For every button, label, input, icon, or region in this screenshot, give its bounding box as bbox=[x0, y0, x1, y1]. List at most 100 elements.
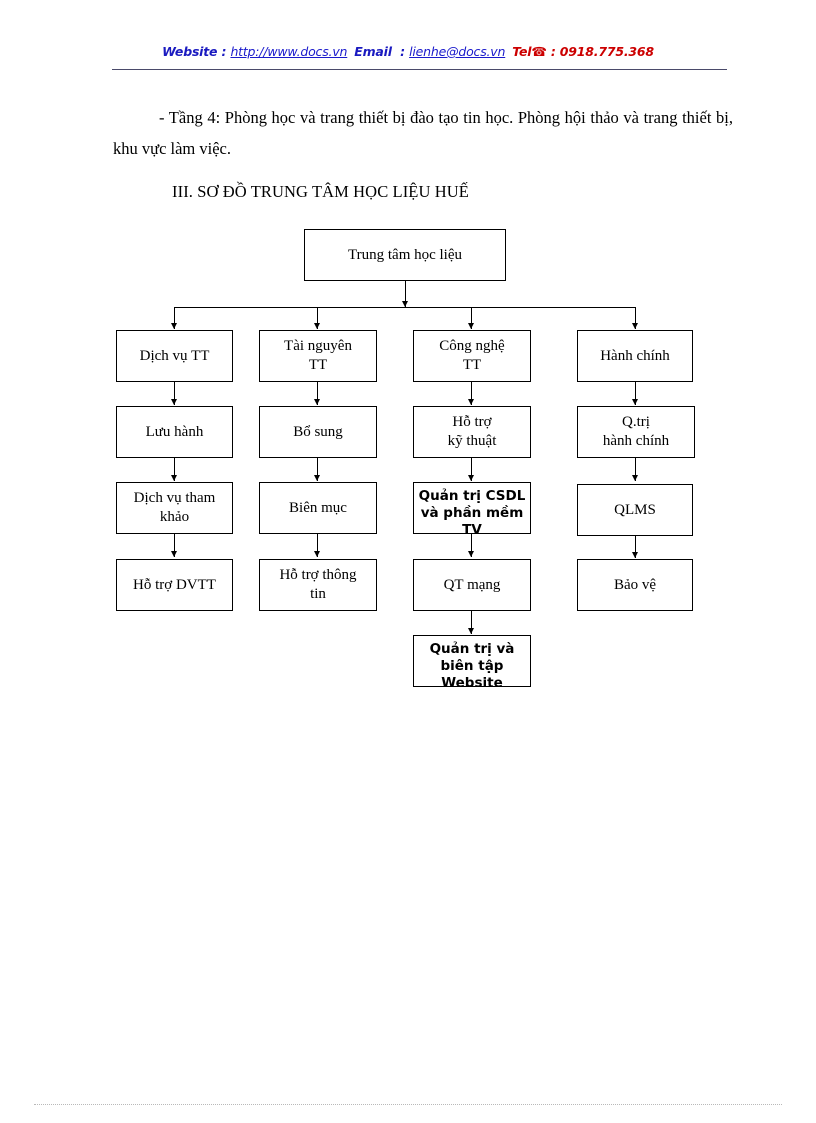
node-luu-hanh-label: Lưu hành bbox=[145, 423, 204, 440]
node-root-label: Trung tâm học liệu bbox=[347, 246, 463, 263]
connector-bus-col2 bbox=[317, 307, 318, 329]
node-bo-sung-label: Bổ sung bbox=[293, 423, 343, 440]
node-qt-mang-label: QT mạng bbox=[443, 576, 501, 593]
header-email-colon: : bbox=[391, 44, 410, 59]
arrow-c4-r2 bbox=[631, 399, 638, 405]
connector-bus-col1 bbox=[174, 307, 175, 329]
node-quan-tri-website-label: Quản trị và biên tập Website bbox=[429, 641, 515, 687]
page-title: III. SƠ ĐỒ TRUNG TÂM HỌC LIỆU HUẾ bbox=[172, 182, 469, 201]
header-website-url[interactable]: http://www.docs.vn bbox=[230, 44, 348, 59]
node-line-2: khảo bbox=[159, 509, 190, 525]
arrow-c1-r2 bbox=[170, 399, 177, 405]
node-bien-muc[interactable]: Biên mục bbox=[259, 482, 377, 534]
node-tai-nguyen-tt[interactable]: Tài nguyên TT bbox=[259, 330, 377, 382]
paragraph-text: - Tầng 4: Phòng học và trang thiết bị đà… bbox=[113, 108, 733, 158]
arrow-root-down bbox=[401, 301, 408, 307]
connector-c1-r1-r2 bbox=[174, 382, 175, 405]
header-tel-colon: : bbox=[546, 44, 560, 59]
connector-bus-col3 bbox=[471, 307, 472, 329]
connector-c3-r3-r4 bbox=[471, 534, 472, 557]
node-line-3: Website bbox=[441, 675, 503, 687]
arrow-c3-r3 bbox=[467, 475, 474, 481]
node-qt-mang[interactable]: QT mạng bbox=[413, 559, 531, 611]
node-line-1: Quản trị CSDL bbox=[418, 488, 526, 504]
node-line-1: Q.trị bbox=[622, 414, 650, 430]
header-website-colon: : bbox=[217, 44, 231, 59]
arrow-c3-r4 bbox=[467, 551, 474, 557]
body-paragraph: - Tầng 4: Phòng học và trang thiết bị đà… bbox=[113, 102, 733, 164]
node-hanh-chinh-label: Hành chính bbox=[600, 347, 670, 364]
arrow-c1-r3 bbox=[170, 475, 177, 481]
node-luu-hanh[interactable]: Lưu hành bbox=[116, 406, 233, 458]
arrow-bus-col2 bbox=[313, 323, 320, 329]
connector-c2-r2-r3 bbox=[317, 458, 318, 481]
node-q-tri-hanh-chinh[interactable]: Q.trị hành chính bbox=[577, 406, 695, 458]
connector-c2-r1-r2 bbox=[317, 382, 318, 405]
header-website-label: Website bbox=[162, 44, 218, 59]
node-line-2: biên tập bbox=[440, 658, 504, 674]
arrow-c4-r4 bbox=[631, 552, 638, 558]
node-line-1: Quản trị và bbox=[429, 641, 515, 657]
footer-divider bbox=[34, 1104, 782, 1105]
node-cong-nghe-tt-label: Công nghệ TT bbox=[439, 337, 504, 375]
node-line-1: Công nghệ bbox=[439, 338, 505, 354]
arrow-c3-r2 bbox=[467, 399, 474, 405]
node-qlms-label: QLMS bbox=[614, 501, 656, 518]
node-ho-tro-dvtt[interactable]: Hỗ trợ DVTT bbox=[116, 559, 233, 611]
node-dich-vu-tham-khao[interactable]: Dịch vụ tham khảo bbox=[116, 482, 233, 534]
connector-c3-r2-r3 bbox=[471, 458, 472, 481]
node-line-2: và phần mềm bbox=[420, 505, 524, 521]
arrow-c2-r4 bbox=[313, 551, 320, 557]
node-q-tri-hanh-chinh-label: Q.trị hành chính bbox=[603, 413, 669, 451]
node-line-2: tin bbox=[310, 586, 326, 602]
node-bo-sung[interactable]: Bổ sung bbox=[259, 406, 377, 458]
arrow-bus-col4 bbox=[631, 323, 638, 329]
node-quan-tri-csdl[interactable]: Quản trị CSDL và phần mềm TV bbox=[413, 482, 531, 534]
arrow-c2-r3 bbox=[313, 475, 320, 481]
node-hanh-chinh[interactable]: Hành chính bbox=[577, 330, 693, 382]
node-line-2: TT bbox=[462, 357, 482, 373]
node-line-1: Tài nguyên bbox=[284, 338, 352, 354]
node-bao-ve[interactable]: Bảo vệ bbox=[577, 559, 693, 611]
header-email-label: Email bbox=[354, 44, 392, 59]
node-quan-tri-website[interactable]: Quản trị và biên tập Website bbox=[413, 635, 531, 687]
connector-c4-r1-r2 bbox=[635, 382, 636, 405]
node-root[interactable]: Trung tâm học liệu bbox=[304, 229, 506, 281]
arrow-c4-r3 bbox=[631, 475, 638, 481]
node-tai-nguyen-tt-label: Tài nguyên TT bbox=[284, 337, 352, 375]
arrow-c1-r4 bbox=[170, 551, 177, 557]
node-ho-tro-thong-tin[interactable]: Hỗ trợ thông tin bbox=[259, 559, 377, 611]
node-dich-vu-tt-label: Dịch vụ TT bbox=[139, 347, 210, 364]
connector-c4-r3-r4 bbox=[635, 536, 636, 558]
node-dich-vu-tham-khao-label: Dịch vụ tham khảo bbox=[134, 489, 216, 527]
node-dich-vu-tt[interactable]: Dịch vụ TT bbox=[116, 330, 233, 382]
connector-c1-r3-r4 bbox=[174, 534, 175, 557]
node-ho-tro-dvtt-label: Hỗ trợ DVTT bbox=[133, 576, 216, 593]
node-bien-muc-label: Biên mục bbox=[289, 499, 347, 516]
connector-root-down bbox=[405, 281, 406, 307]
node-line-1: Dịch vụ tham bbox=[133, 490, 216, 506]
node-quan-tri-csdl-label: Quản trị CSDL và phần mềm TV bbox=[418, 488, 526, 534]
node-cong-nghe-tt[interactable]: Công nghệ TT bbox=[413, 330, 531, 382]
node-ho-tro-ky-thuat-label: Hỗ trợ kỹ thuật bbox=[448, 413, 497, 451]
header-tel-label: Tel bbox=[512, 44, 532, 59]
connector-bus bbox=[174, 307, 635, 308]
connector-c2-r3-r4 bbox=[317, 534, 318, 557]
connector-c3-r1-r2 bbox=[471, 382, 472, 405]
node-line-2: hành chính bbox=[602, 433, 670, 449]
header-tel-number: 0918.775.368 bbox=[559, 44, 654, 59]
node-qlms[interactable]: QLMS bbox=[577, 484, 693, 536]
node-line-3: TV bbox=[462, 522, 482, 534]
arrow-c3-r5 bbox=[467, 628, 474, 634]
node-bao-ve-label: Bảo vệ bbox=[613, 576, 657, 593]
arrow-bus-col1 bbox=[170, 323, 177, 329]
arrow-c2-r2 bbox=[313, 399, 320, 405]
connector-bus-col4 bbox=[635, 307, 636, 329]
header-email-address[interactable]: lienhe@docs.vn bbox=[409, 44, 506, 59]
arrow-bus-col3 bbox=[467, 323, 474, 329]
connector-c4-r2-r3 bbox=[635, 458, 636, 481]
connector-c3-r4-r5 bbox=[471, 611, 472, 634]
node-ho-tro-thong-tin-label: Hỗ trợ thông tin bbox=[279, 566, 356, 604]
node-ho-tro-ky-thuat[interactable]: Hỗ trợ kỹ thuật bbox=[413, 406, 531, 458]
